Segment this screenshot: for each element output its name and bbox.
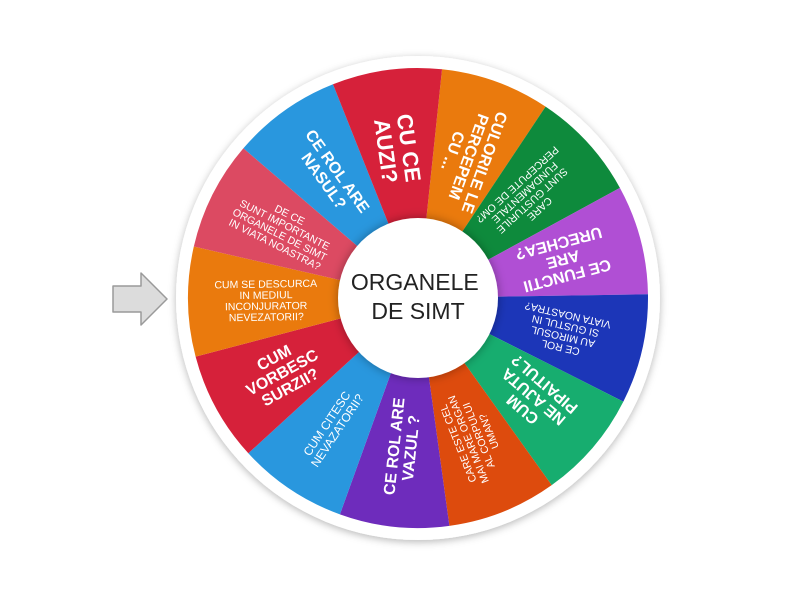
hub-label-line-1: ORGANELE — [351, 269, 479, 295]
wheel-segment-4[interactable] — [487, 294, 648, 402]
wheel-segment-label-line: NEVEZATORII? — [229, 311, 304, 324]
wheel-segment-7[interactable] — [339, 371, 450, 528]
wheel-segment-10[interactable] — [188, 246, 343, 357]
wheel-segment-2[interactable] — [461, 106, 620, 261]
wheel-segment-label-line: VAZUL ? — [400, 414, 424, 481]
wheel-segment-11[interactable] — [193, 148, 359, 281]
wheel-segment-label-line: INCONJURATOR — [225, 300, 308, 313]
wheel-segment-13[interactable] — [332, 68, 443, 226]
hub-label-line-2: DE SIMT — [371, 298, 464, 324]
wheel-hub[interactable] — [338, 218, 498, 378]
wheel-segment-label-10: CUM SE DESCURCAIN MEDIULINCONJURATORNEVE… — [214, 278, 317, 325]
wheel-segment-9[interactable] — [195, 317, 361, 454]
hub-label: ORGANELE DE SIMT — [351, 269, 485, 324]
wheel-segment-8[interactable] — [248, 350, 392, 515]
spin-wheel[interactable]: CULORILE LEPERCEPEMCU ...CARESUNT GUSTUR… — [188, 68, 648, 528]
wheel-segment-3[interactable] — [486, 187, 648, 297]
wheel-segment-label-line: CUM SE DESCURCA — [214, 278, 317, 292]
wheel-segment-6[interactable] — [428, 361, 552, 526]
wheel-segment-5[interactable] — [463, 333, 624, 486]
arrow-pointer-icon — [112, 272, 168, 326]
wheel-segment-12[interactable] — [243, 84, 390, 248]
wheel-segment-1[interactable] — [426, 69, 546, 234]
wheel-segment-label-line: IN MEDIUL — [239, 289, 292, 302]
wheel-segment-label-13: CU CEAUZI? — [369, 112, 426, 186]
